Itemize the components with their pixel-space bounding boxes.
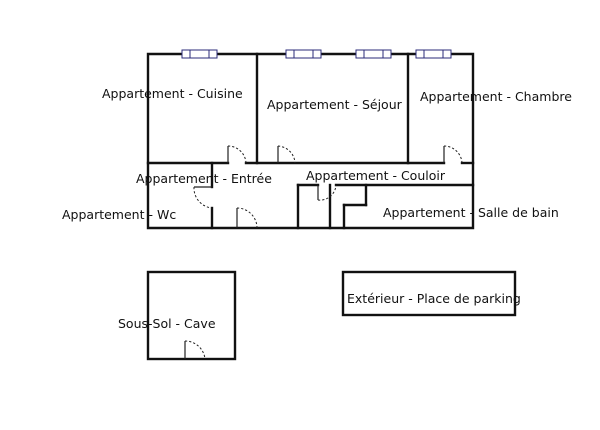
door-chambre	[443, 145, 463, 164]
doors	[193, 145, 463, 229]
label-salle-de-bain: Appartement - Salle de bain	[383, 205, 559, 220]
window-cuisine	[181, 49, 218, 59]
label-cave: Sous-Sol - Cave	[118, 316, 216, 331]
apartment-walls	[146, 52, 475, 230]
label-chambre: Appartement - Chambre	[420, 89, 572, 104]
window-sejour-right	[355, 49, 392, 59]
windows	[181, 49, 452, 59]
label-wc: Appartement - Wc	[62, 207, 176, 222]
label-couloir: Appartement - Couloir	[306, 168, 446, 183]
cave-room	[146, 270, 237, 361]
door-cuisine	[227, 145, 247, 164]
parking-area	[341, 270, 517, 317]
door-wc	[193, 186, 213, 209]
label-cuisine: Appartement - Cuisine	[102, 86, 243, 101]
door-sejour	[277, 145, 296, 164]
window-sejour-left	[285, 49, 322, 59]
window-chambre	[415, 49, 452, 59]
door-couloir	[317, 184, 337, 201]
label-parking: Extérieur - Place de parking	[347, 291, 521, 306]
room-labels: Appartement - Cuisine Appartement - Séjo…	[62, 86, 572, 331]
door-entree	[236, 207, 258, 229]
label-entree: Appartement - Entrée	[136, 171, 272, 186]
label-sejour: Appartement - Séjour	[267, 97, 403, 112]
